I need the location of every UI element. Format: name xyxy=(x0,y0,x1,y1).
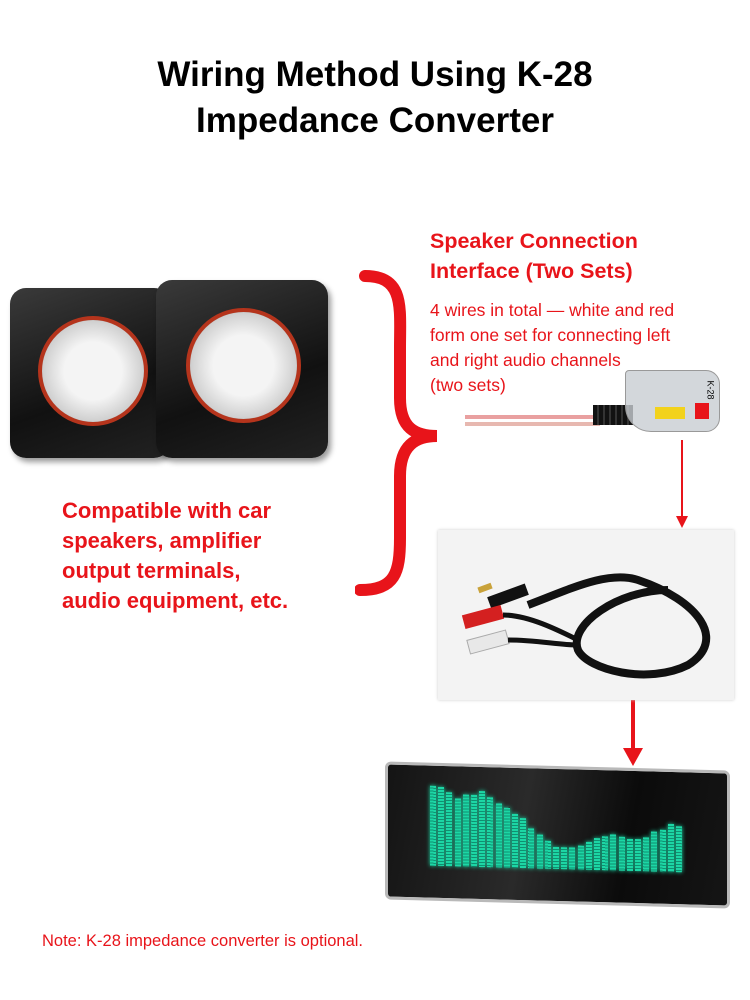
heading-line: Interface (Two Sets) xyxy=(430,259,633,283)
spectrum-bar xyxy=(676,826,682,873)
text-line: form one set for connecting left xyxy=(430,325,671,345)
spectrum-bar xyxy=(626,838,633,871)
optional-note: Note: K-28 impedance converter is option… xyxy=(42,932,364,950)
page-title: Wiring Method Using K-28 Impedance Conve… xyxy=(0,52,750,144)
k28-converter-image: K-28 xyxy=(465,365,735,445)
title-line-1: Wiring Method Using K-28 xyxy=(157,55,593,94)
spectrum-bar xyxy=(544,840,551,869)
spectrum-bar xyxy=(512,813,518,868)
spectrum-bar xyxy=(651,831,658,872)
spectrum-bar xyxy=(479,790,486,868)
spectrum-bar xyxy=(520,818,527,869)
spectrum-bar xyxy=(446,792,453,867)
spectrum-bar xyxy=(561,847,568,870)
heading-line: Speaker Connection xyxy=(430,229,638,253)
spectrum-bar xyxy=(667,823,674,873)
text-line: audio equipment, etc. xyxy=(62,588,289,613)
speaker-connection-description: 4 wires in total — white and red form on… xyxy=(430,298,674,398)
spectrum-display-image xyxy=(385,761,730,909)
spectrum-bar xyxy=(528,828,535,869)
text-line: output terminals, xyxy=(62,558,241,583)
text-line: and right audio channels xyxy=(430,350,621,370)
text-line: 4 wires in total — white and red xyxy=(430,300,675,320)
text-line: Compatible with car xyxy=(62,498,272,523)
spectrum-bar xyxy=(503,807,510,868)
spectrum-bar xyxy=(643,837,650,872)
spectrum-bar xyxy=(602,836,609,871)
compatibility-text: Compatible with car speakers, amplifier … xyxy=(62,496,288,616)
spectrum-bar xyxy=(553,846,559,870)
spectrum-bar xyxy=(635,839,641,872)
brace-icon xyxy=(355,270,438,596)
arrow-down-icon xyxy=(676,440,688,528)
spectrum-bar xyxy=(430,785,436,866)
speakers-image xyxy=(8,280,348,465)
speaker-connection-heading: Speaker Connection Interface (Two Sets) xyxy=(430,226,638,286)
spectrum-bar xyxy=(659,829,666,872)
spectrum-bar xyxy=(462,794,469,867)
title-line-2: Impedance Converter xyxy=(196,101,554,140)
spectrum-bar xyxy=(487,797,494,868)
rca-cable-image xyxy=(438,530,734,700)
text-line: (two sets) xyxy=(430,375,506,395)
text-line: speakers, amplifier xyxy=(62,528,262,553)
spectrum-bar xyxy=(569,847,576,870)
spectrum-bar xyxy=(577,845,584,870)
spectrum-bar xyxy=(438,786,445,867)
spectrum-bar xyxy=(454,798,461,867)
spectrum-bar xyxy=(536,834,543,869)
spectrum-bar xyxy=(471,794,477,867)
spectrum-bar xyxy=(594,837,600,871)
spectrum-bar xyxy=(585,841,592,870)
spectrum-bar xyxy=(495,803,502,868)
arrow-down-icon xyxy=(623,700,643,766)
spectrum-bar xyxy=(618,836,625,871)
spectrum-bar xyxy=(610,834,617,871)
device-label: K-28 xyxy=(705,380,716,400)
